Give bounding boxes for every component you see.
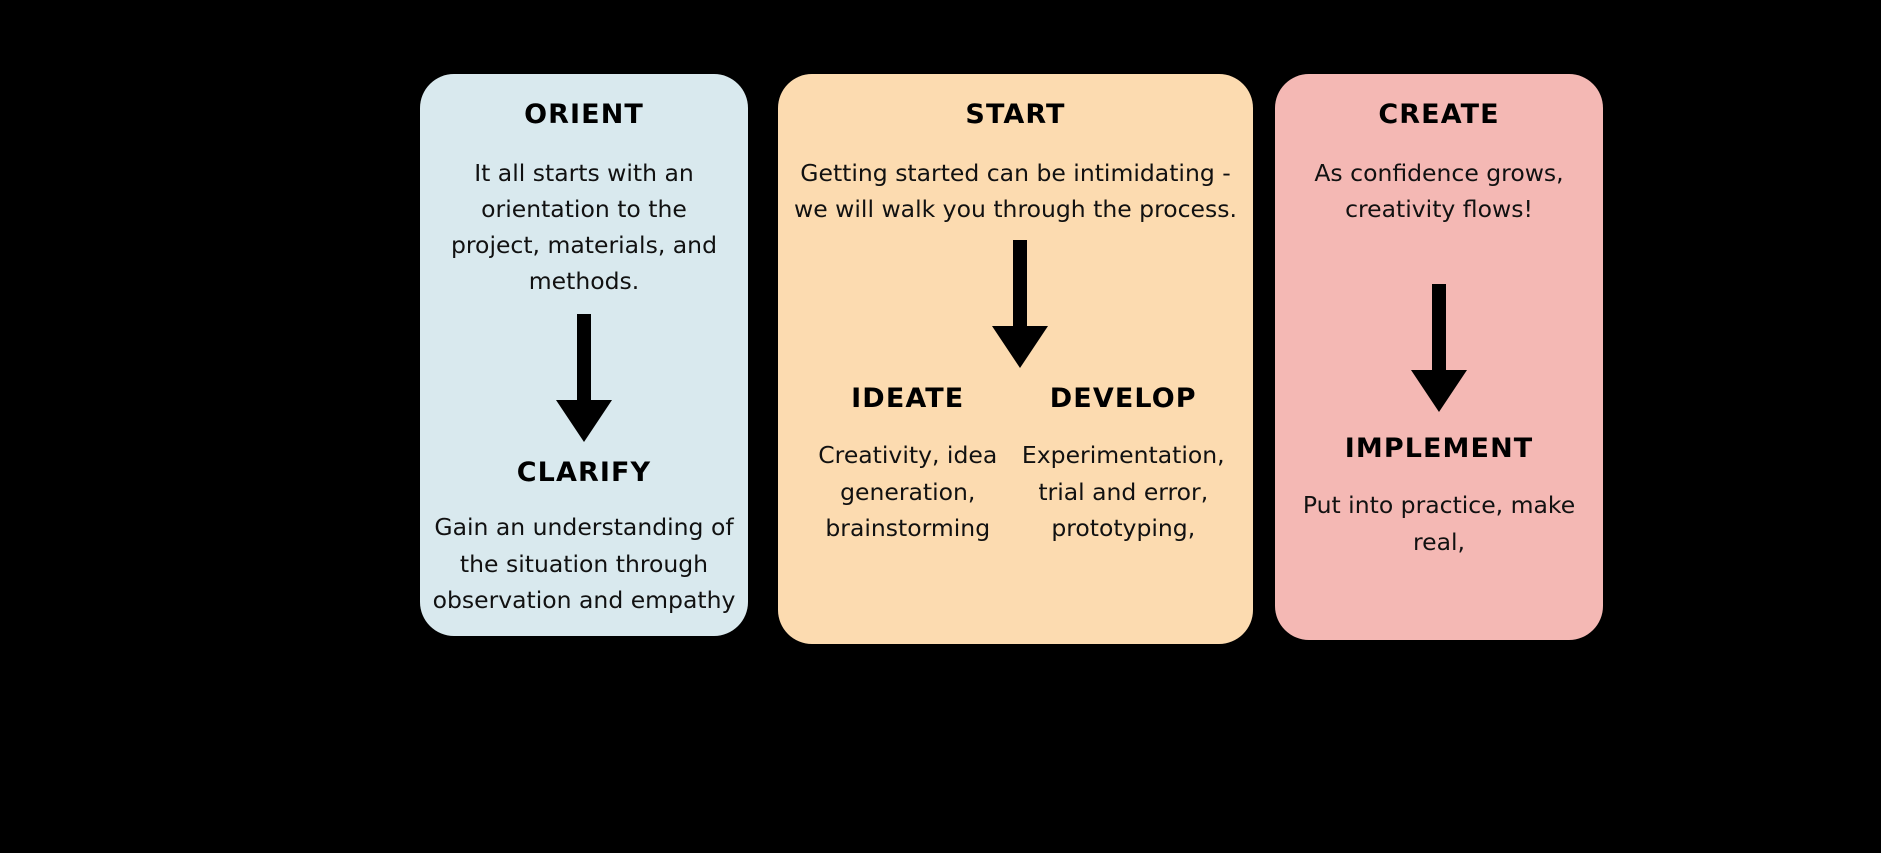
arrow-wrap-create — [1275, 283, 1603, 412]
card-start[interactable]: START Getting started can be intimidatin… — [778, 74, 1253, 644]
card-start-section-develop: DEVELOP Experimentation, trial and error… — [1016, 382, 1232, 547]
card-start-description: Getting started can be intimidating - we… — [794, 158, 1237, 223]
card-start-section-develop-heading: DEVELOP — [1049, 382, 1197, 414]
down-arrow-icon — [991, 239, 1048, 368]
card-create-description: As confidence grows, creativity flows! — [1314, 158, 1564, 223]
arrow-wrap-orient — [420, 313, 748, 442]
card-orient[interactable]: ORIENT It all starts with an orientation… — [420, 74, 748, 636]
card-orient-section-description: Gain an understanding of the situation t… — [432, 513, 736, 615]
card-create[interactable]: CREATE As confidence grows, creativity f… — [1275, 74, 1603, 640]
card-start-section-ideate-heading: IDEATE — [851, 382, 965, 414]
arrow-wrap-start — [778, 239, 1253, 368]
card-orient-section-heading: CLARIFY — [516, 456, 652, 488]
card-start-heading: START — [965, 99, 1066, 130]
card-start-section-ideate-description: Creativity, idea generation, brainstormi… — [818, 441, 998, 543]
card-start-section-develop-description: Experimentation, trial and error, protot… — [1021, 441, 1225, 543]
card-create-section-description: Put into practice, make real, — [1302, 491, 1576, 556]
down-arrow-icon — [1411, 283, 1467, 412]
card-start-section-ideate: IDEATE Creativity, idea generation, brai… — [800, 382, 1016, 547]
card-start-sections: IDEATE Creativity, idea generation, brai… — [778, 382, 1253, 547]
card-create-heading: CREATE — [1378, 99, 1500, 130]
card-create-section-heading: IMPLEMENT — [1344, 432, 1534, 464]
down-arrow-icon — [556, 313, 612, 442]
card-orient-description: It all starts with an orientation to the… — [451, 158, 717, 295]
card-orient-heading: ORIENT — [524, 99, 644, 130]
